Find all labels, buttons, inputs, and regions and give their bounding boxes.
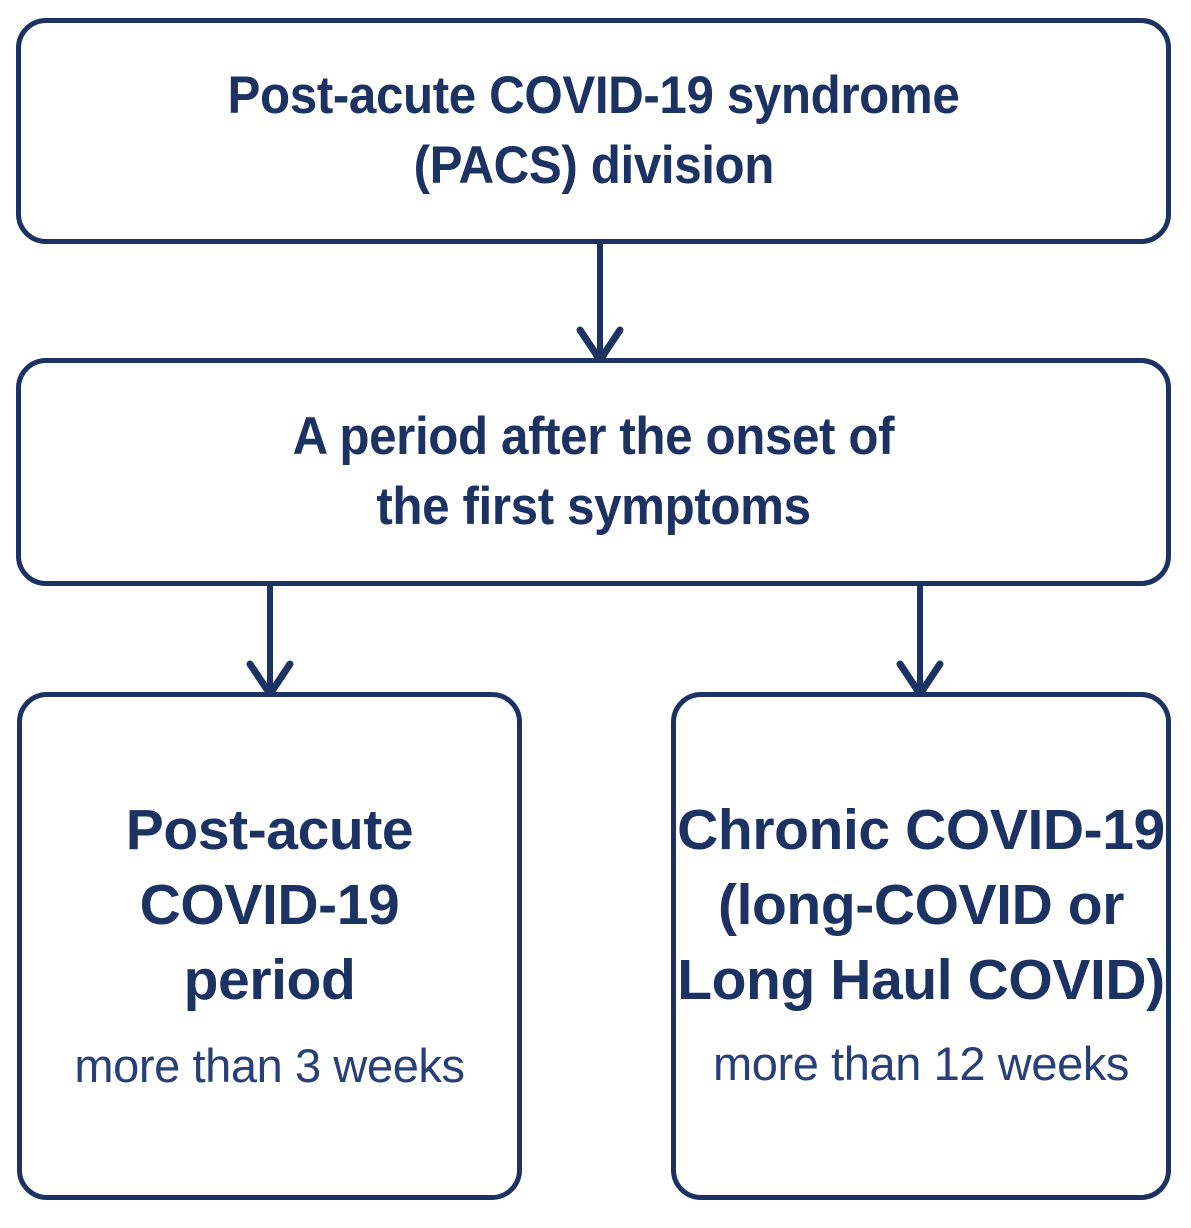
node-chronic-covid-line2: (long-COVID or (717, 873, 1124, 938)
node-pacs-division-line1: Post-acute COVID-19 syndrome (227, 66, 960, 126)
node-chronic-covid-subtitle: more than 12 weeks (712, 1036, 1130, 1090)
node-pacs-division: Post-acute COVID-19 syndrome (PACS) divi… (16, 18, 1171, 244)
node-post-acute-period-line2: COVID-19 (139, 873, 400, 938)
node-post-acute-period-subtitle: more than 3 weeks (74, 1038, 465, 1092)
node-period-after-onset: A period after the onset of the first sy… (16, 358, 1171, 586)
node-post-acute-period-line1: Post-acute (125, 798, 414, 862)
connector-root-to-period (576, 238, 624, 364)
node-pacs-division-line2: (PACS) division (413, 136, 774, 195)
node-post-acute-period-line3: period (183, 948, 356, 1013)
connector-period-to-post-acute (246, 580, 294, 698)
node-chronic-covid: Chronic COVID-19 (long-COVID or Long Hau… (671, 692, 1171, 1200)
node-chronic-covid-line1: Chronic COVID-19 (677, 798, 1165, 862)
node-period-after-onset-line2: the first symptoms (376, 477, 811, 536)
node-post-acute-period: Post-acute COVID-19 period more than 3 w… (17, 692, 522, 1200)
connector-period-to-chronic (896, 580, 944, 698)
node-chronic-covid-line3: Long Haul COVID) (677, 948, 1165, 1013)
node-period-after-onset-line1: A period after the onset of (292, 407, 895, 467)
